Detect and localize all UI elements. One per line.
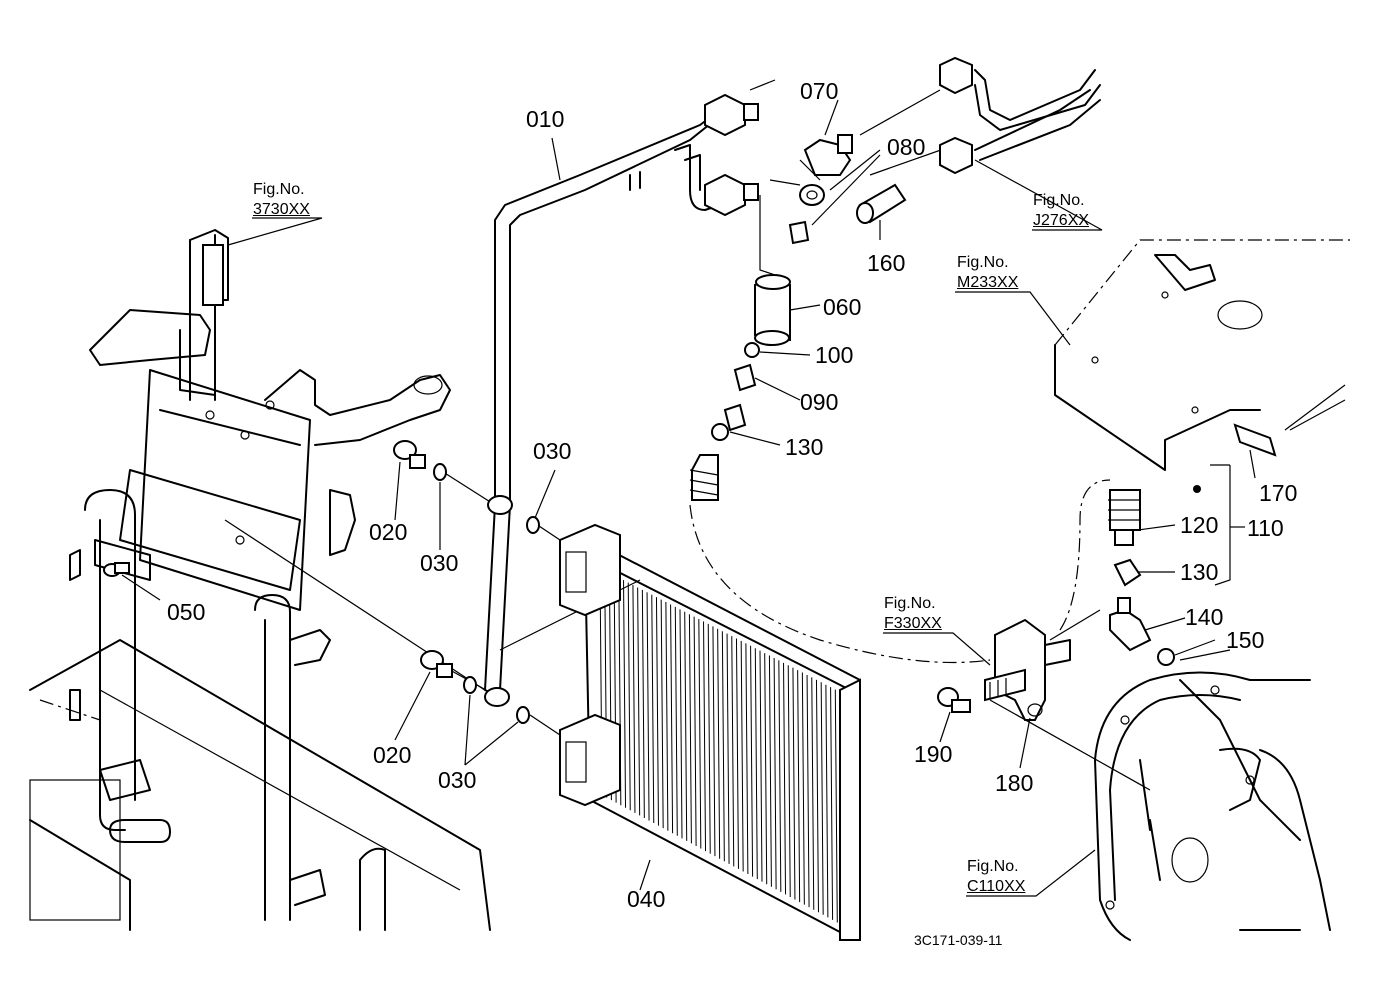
part-label-190: 190 [914, 741, 953, 767]
part-label-070: 070 [800, 78, 839, 104]
part-label-020-upper: 020 [369, 519, 408, 545]
fig-ref-c110xx: Fig.No. C110XX [967, 857, 1025, 897]
part-label-030-a: 030 [533, 438, 572, 464]
fig-ref-title: Fig.No. [967, 858, 1019, 875]
part-label-140: 140 [1185, 604, 1224, 630]
label-leaders [121, 99, 1256, 769]
bolt-020-upper [393, 440, 426, 469]
hose-110-assembly [1108, 464, 1231, 666]
part-label-030-b: 030 [420, 550, 459, 576]
part-label-120: 120 [1180, 512, 1219, 538]
fig-ref-title: Fig.No. [957, 254, 1009, 271]
part-label-050: 050 [167, 599, 206, 625]
part-label-160: 160 [867, 250, 906, 276]
fitting-160 [856, 183, 907, 224]
fig-ref-leaders [227, 159, 1103, 897]
part-label-010: 010 [526, 106, 565, 132]
cover-panel [1054, 239, 1350, 471]
part-label-130-lower: 130 [1180, 559, 1219, 585]
bracket-180 [984, 618, 1071, 721]
receiver-drier-060 [689, 274, 791, 501]
upper-right-pipes [939, 56, 1101, 175]
part-label-060: 060 [823, 294, 862, 320]
part-label-110: 110 [1247, 515, 1284, 541]
washers-030 [433, 463, 540, 724]
fig-ref-number: C110XX [967, 878, 1026, 895]
part-label-080: 080 [887, 134, 926, 160]
part-label-130-upper: 130 [785, 434, 824, 460]
drawing-code: 3C171-039-11 [914, 932, 1003, 948]
fig-ref-title: Fig.No. [1033, 192, 1085, 209]
part-label-020-lower: 020 [373, 742, 412, 768]
fig-ref-f330xx: Fig.No. F330XX [884, 594, 942, 634]
fig-ref-number: J276XX [1033, 212, 1090, 229]
part-label-040: 040 [627, 886, 666, 912]
pipe-010 [484, 93, 759, 707]
leader-lines [224, 79, 1231, 891]
frame-assembly [29, 229, 491, 931]
part-label-100: 100 [815, 342, 854, 368]
fig-ref-number: F330XX [884, 615, 942, 632]
part-label-030-c: 030 [438, 767, 477, 793]
fig-ref-j276xx: Fig.No. J276XX [1033, 191, 1089, 231]
fig-ref-title: Fig.No. [884, 595, 936, 612]
condenser-040 [559, 523, 861, 941]
fig-ref-number: M233XX [957, 274, 1019, 291]
bolt-190 [937, 687, 971, 713]
part-label-150: 150 [1226, 627, 1265, 653]
part-label-090: 090 [800, 389, 839, 415]
fig-ref-title: Fig.No. [253, 181, 305, 198]
part-label-180: 180 [995, 770, 1034, 796]
bolt-020-lower [420, 650, 453, 678]
fig-ref-3730xx: Fig.No. 3730XX [253, 180, 310, 220]
condenser-fins [599, 567, 843, 926]
hose-route [689, 479, 1111, 664]
fig-ref-m233xx: Fig.No. M233XX [957, 253, 1018, 293]
transmission-case [1094, 671, 1331, 941]
fig-ref-number: 3730XX [253, 201, 310, 218]
part-label-170: 170 [1259, 480, 1298, 506]
bolt-050 [103, 562, 130, 577]
fitting-070 [788, 134, 853, 245]
